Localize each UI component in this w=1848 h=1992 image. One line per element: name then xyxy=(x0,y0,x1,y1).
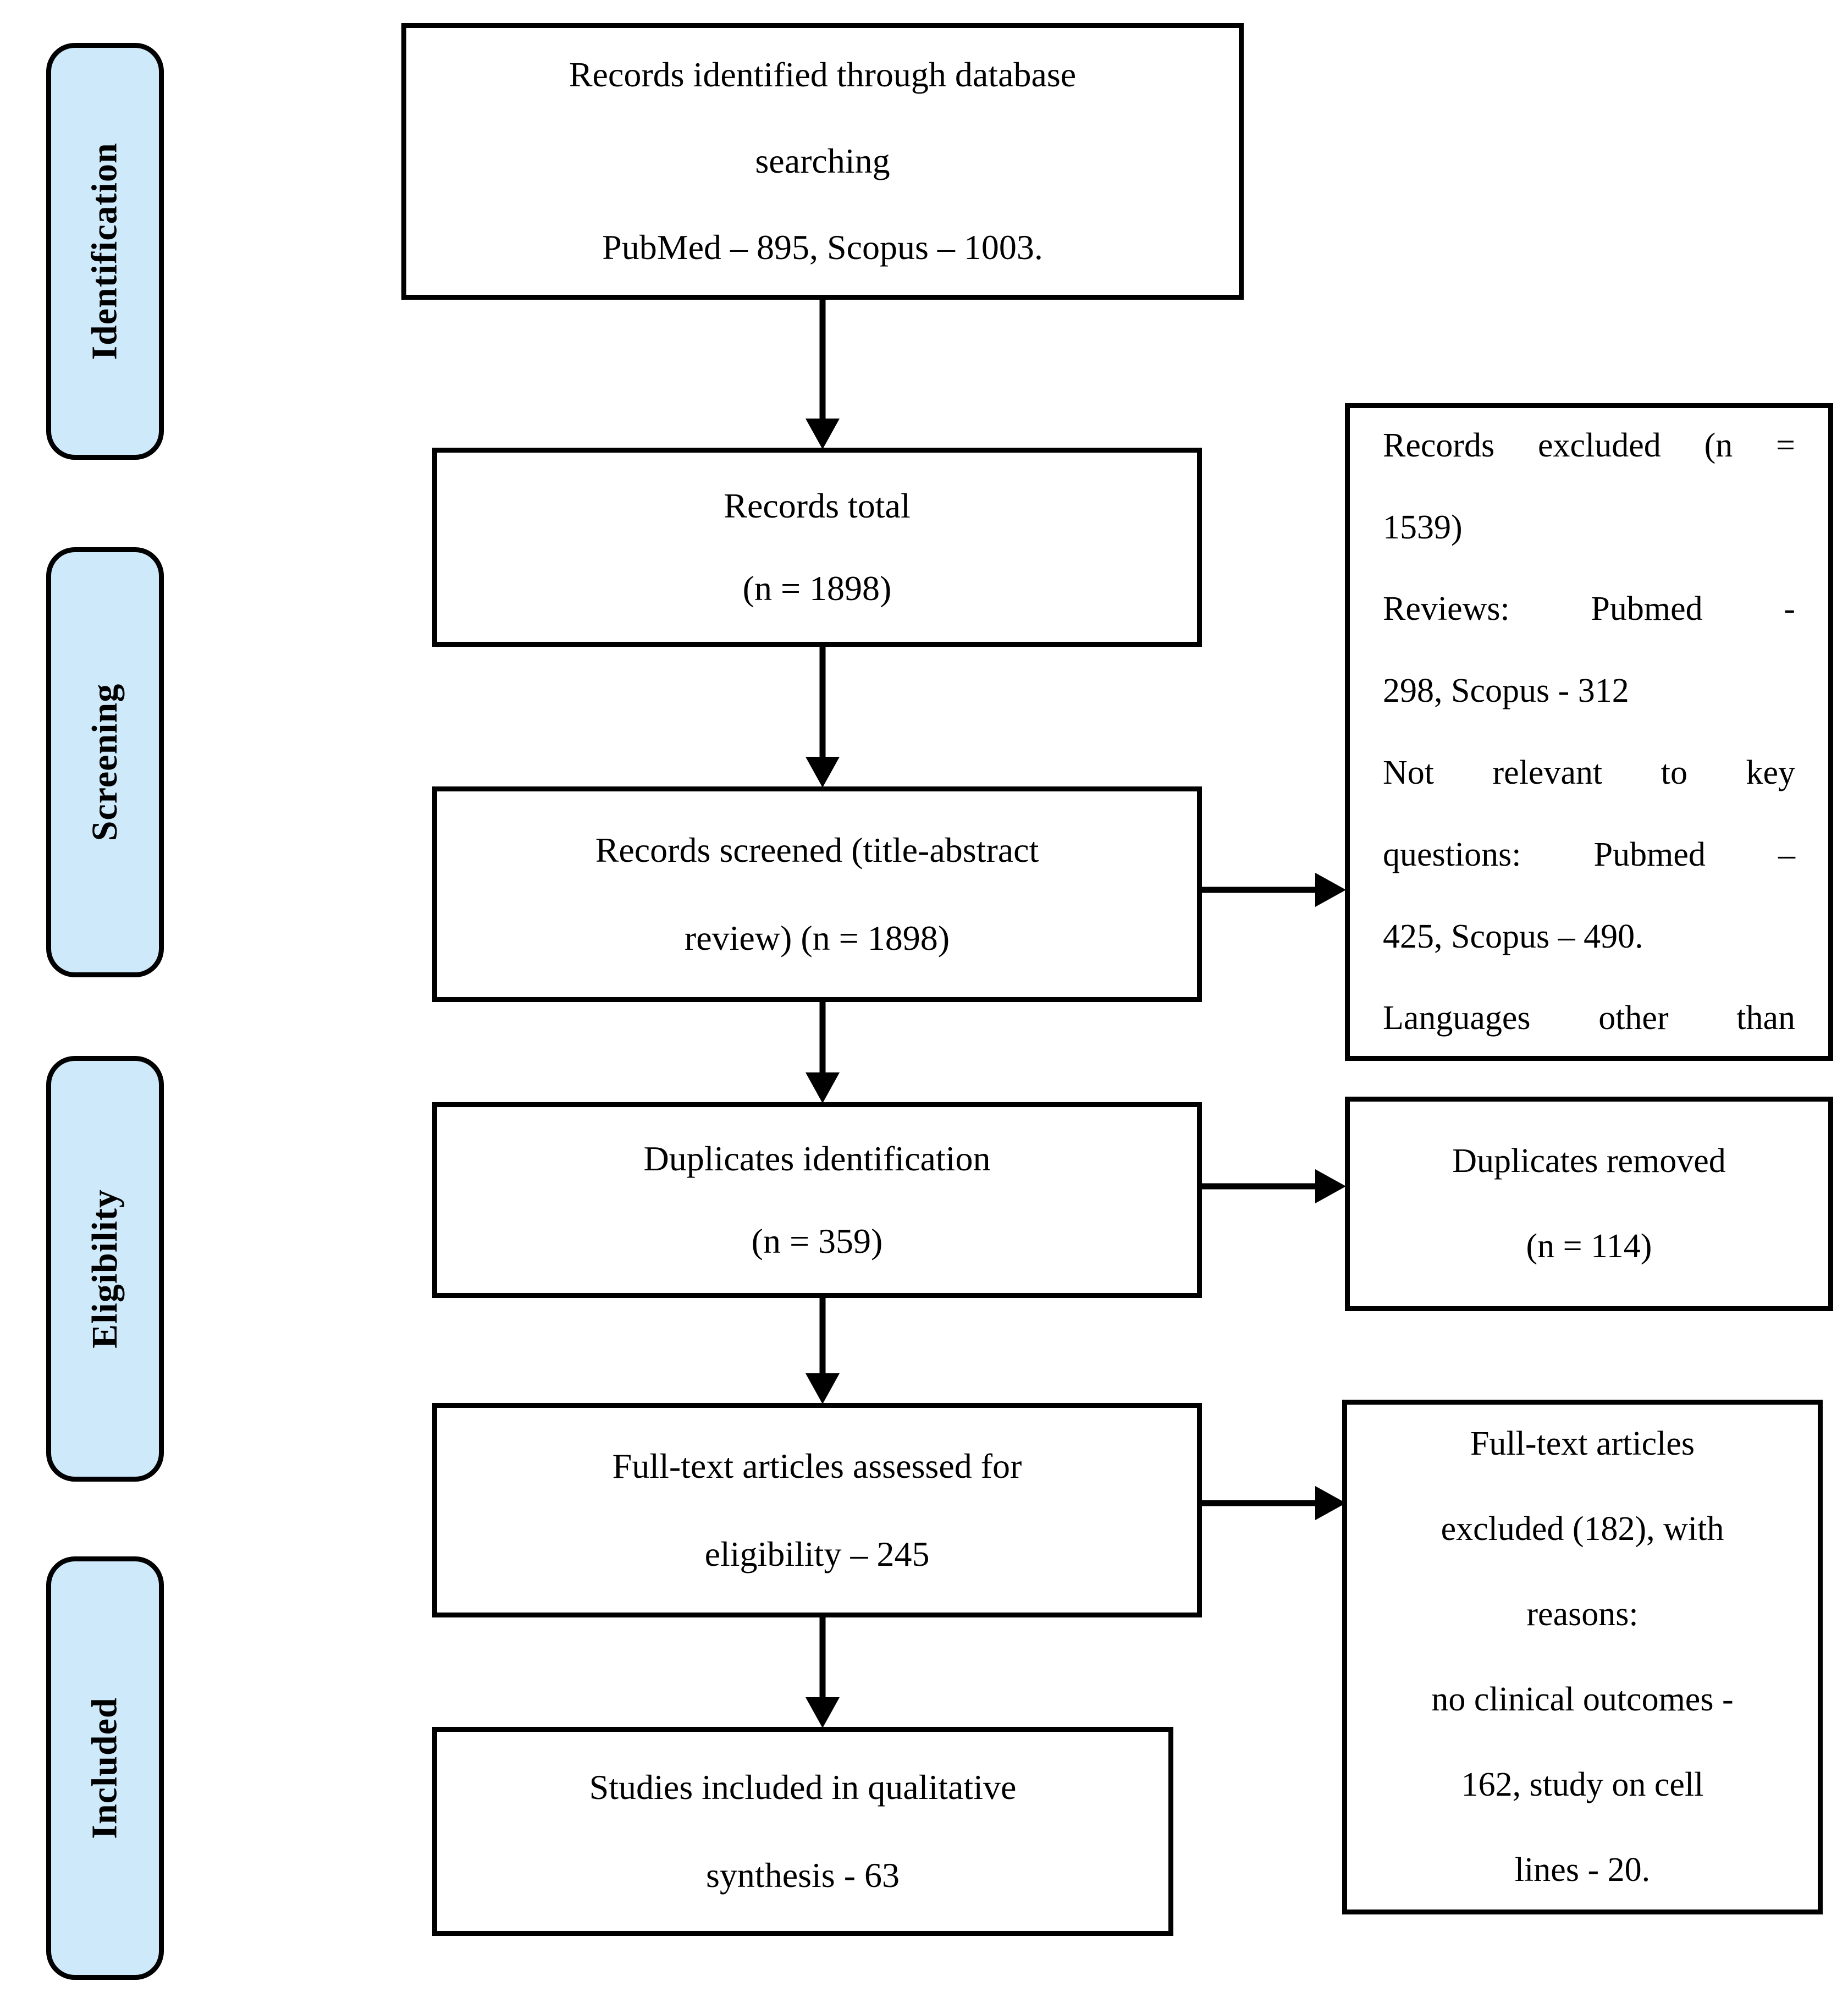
box-records-excluded: Records excluded (n = 1539) Reviews: Pub… xyxy=(1345,403,1833,1061)
arrow-right-icon xyxy=(1202,872,1346,907)
text-line: 425, Scopus – 490. xyxy=(1383,917,1643,955)
stage-included: Included xyxy=(46,1556,164,1980)
text-line: 1539) xyxy=(1383,508,1463,546)
box-fulltext-excluded: Full-text articles excluded (182), with … xyxy=(1342,1400,1823,1914)
stage-eligibility: Eligibility xyxy=(46,1056,164,1482)
box-studies-included: Studies included in qualitative synthesi… xyxy=(432,1727,1173,1936)
text-line: Not relevant to key xyxy=(1383,754,1795,791)
arrow-right-icon xyxy=(1202,1169,1346,1204)
text-line: Languages other than xyxy=(1383,999,1795,1037)
box-duplicates-removed: Duplicates removed (n = 114) xyxy=(1345,1097,1833,1311)
box-records-identified: Records identified through database sear… xyxy=(401,23,1244,300)
stage-label: Included xyxy=(85,1697,125,1839)
text-line: questions: Pubmed – xyxy=(1383,835,1795,873)
stage-identification: Identification xyxy=(46,43,164,460)
arrow-down-icon xyxy=(805,1298,840,1404)
box-records-screened: Records screened (title-abstract review)… xyxy=(432,786,1202,1002)
stage-label: Eligibility xyxy=(85,1189,125,1349)
arrow-down-icon xyxy=(805,1617,840,1728)
text-line: Reviews: Pubmed - xyxy=(1383,590,1795,628)
box-records-total: Records total (n = 1898) xyxy=(432,448,1202,647)
arrow-down-icon xyxy=(805,300,840,449)
box-duplicates-identification: Duplicates identification (n = 359) xyxy=(432,1102,1202,1298)
stage-label: Screening xyxy=(85,683,125,841)
arrow-right-icon xyxy=(1202,1485,1346,1521)
stage-label: Identification xyxy=(85,142,125,360)
arrow-down-icon xyxy=(805,1002,840,1103)
arrow-down-icon xyxy=(805,647,840,788)
box-fulltext-assessed: Full-text articles assessed for eligibil… xyxy=(432,1403,1202,1617)
text-line: 298, Scopus - 312 xyxy=(1383,672,1629,710)
text-line: Records excluded (n = xyxy=(1383,426,1795,464)
stage-screening: Screening xyxy=(46,547,164,977)
